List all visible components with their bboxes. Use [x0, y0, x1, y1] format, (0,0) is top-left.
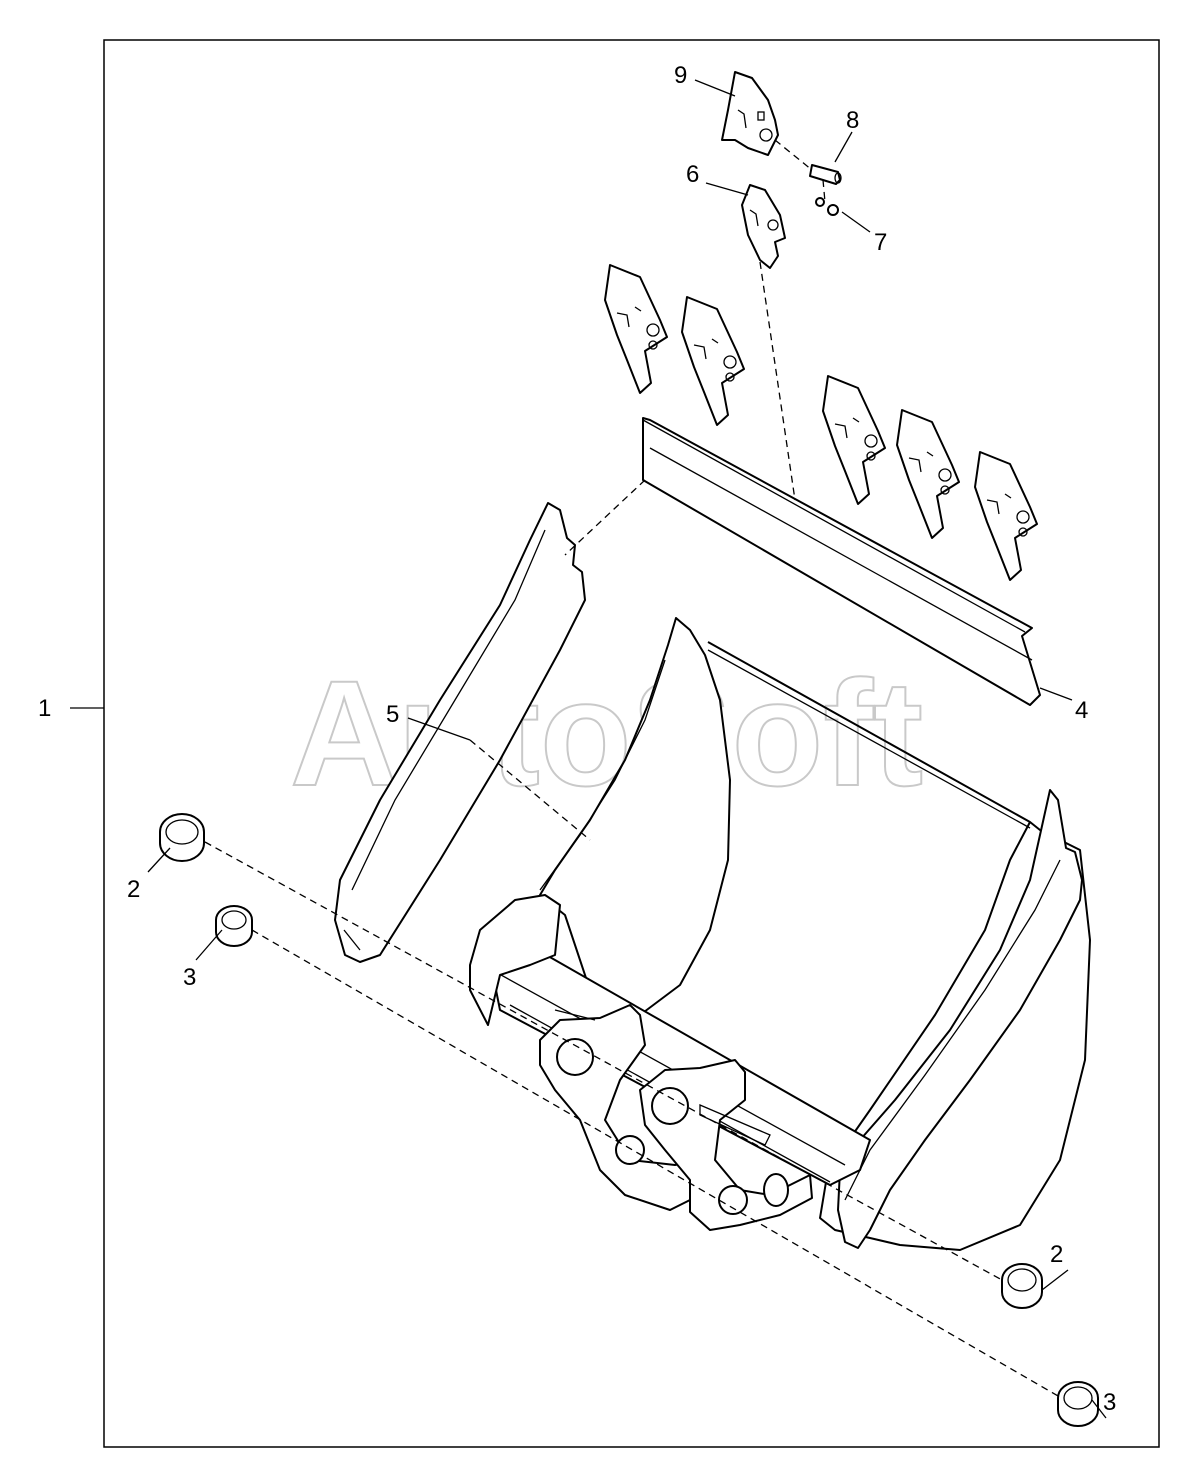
callout-3-right: 3	[1103, 1389, 1116, 1416]
callout-2-left: 2	[127, 876, 140, 903]
bushing-3-right	[1057, 1381, 1099, 1427]
bushing-2-right	[1001, 1263, 1043, 1309]
callout-2-right: 2	[1050, 1241, 1063, 1268]
tooth-adapter-6	[741, 184, 786, 269]
tooth	[974, 451, 1038, 581]
bushing-2-left	[159, 813, 205, 862]
tooth	[681, 296, 745, 426]
leader-lines	[70, 79, 1107, 1419]
bucket-shell	[539, 617, 1091, 1251]
left-side-plate	[334, 502, 586, 963]
cutting-edge-4	[642, 417, 1041, 706]
tooth	[604, 264, 668, 394]
tooth	[896, 409, 960, 539]
callout-7: 7	[874, 229, 887, 256]
callout-3-left: 3	[183, 964, 196, 991]
callouts: 1 2 3 2 3 4 5 6 7 8 9	[38, 62, 1116, 1416]
assembly-lines	[204, 139, 1059, 1397]
retainer-7	[815, 197, 839, 216]
callout-6: 6	[686, 161, 699, 188]
callout-5: 5	[386, 701, 399, 728]
tooth	[822, 375, 886, 505]
tooth-row	[604, 264, 1038, 581]
callout-4: 4	[1075, 697, 1088, 724]
diagram-frame	[103, 39, 1160, 1448]
callout-9: 9	[674, 62, 687, 89]
bushing-3-left	[215, 905, 253, 947]
callout-1: 1	[38, 695, 51, 722]
pin-8	[809, 164, 842, 185]
callout-8: 8	[846, 107, 859, 134]
tooth-point-9	[721, 71, 779, 156]
bucket-bracket	[469, 894, 871, 1231]
